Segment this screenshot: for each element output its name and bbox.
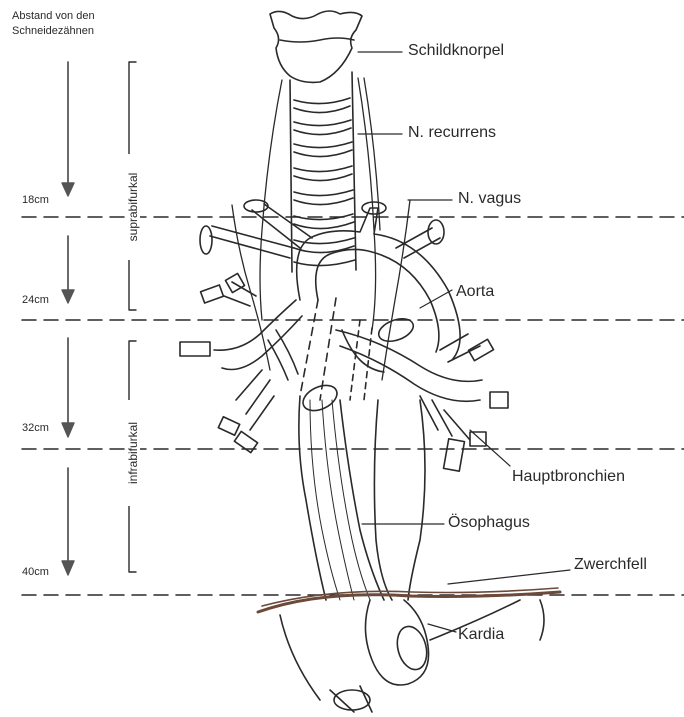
label-zwerchfell: Zwerchfell: [574, 556, 647, 574]
label-vagus: N. vagus: [458, 190, 521, 208]
region-label-supra: suprabifurkal: [126, 154, 140, 260]
label-hauptbronchien: Hauptbronchien: [512, 468, 625, 486]
depth-label-40: 40cm: [22, 566, 49, 578]
label-aorta: Aorta: [456, 283, 494, 301]
depth-label-24: 24cm: [22, 294, 49, 306]
depth-arrows: [62, 62, 74, 575]
label-kardia: Kardia: [458, 626, 504, 644]
kardia: [280, 600, 520, 712]
label-oesophagus: Ösophagus: [448, 514, 530, 532]
bronchi-left: [180, 273, 302, 452]
label-recurrens: N. recurrens: [408, 124, 496, 142]
region-label-infra: infrabifurkal: [126, 400, 140, 506]
level-lines: [22, 217, 684, 595]
bronchi-right: [336, 314, 508, 471]
trachea: [290, 72, 356, 272]
header-line-2: Schneidezähnen: [12, 25, 94, 37]
aorta: [200, 200, 460, 400]
header-line-1: Abstand von den: [12, 10, 95, 22]
label-schildknorpel: Schildknorpel: [408, 42, 504, 60]
depth-label-18: 18cm: [22, 194, 49, 206]
diaphragm: [258, 588, 560, 640]
thyroid-cartilage: [270, 11, 362, 82]
depth-label-32: 32cm: [22, 422, 49, 434]
